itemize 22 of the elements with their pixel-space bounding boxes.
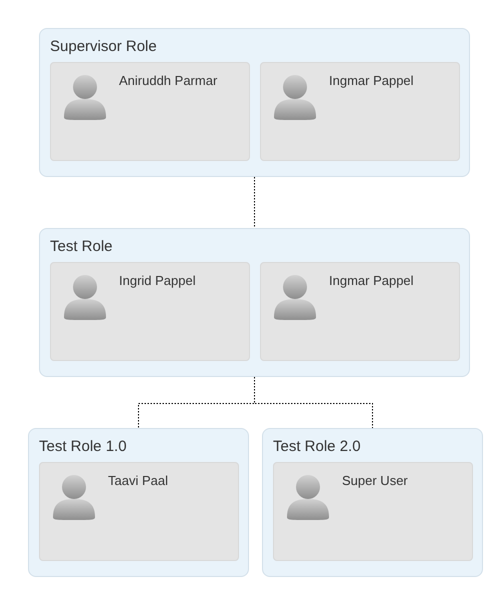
member-name: Ingrid Pappel bbox=[119, 273, 196, 288]
member-name: Ingmar Pappel bbox=[329, 73, 414, 88]
role-title: Test Role 1.0 bbox=[39, 438, 127, 455]
role-title: Supervisor Role bbox=[50, 38, 157, 55]
role-title: Test Role bbox=[50, 238, 113, 255]
member-name: Aniruddh Parmar bbox=[119, 73, 218, 88]
role-panel bbox=[262, 428, 483, 577]
role-panel bbox=[39, 228, 470, 377]
member-card bbox=[260, 62, 460, 161]
role-title: Test Role 2.0 bbox=[273, 438, 361, 455]
member-name: Taavi Paal bbox=[108, 473, 168, 488]
role-panel bbox=[28, 428, 249, 577]
role-panel bbox=[39, 28, 470, 177]
member-card bbox=[273, 462, 473, 561]
connector-line bbox=[254, 376, 373, 428]
member-card bbox=[50, 262, 250, 361]
member-card bbox=[50, 62, 250, 161]
connector-line bbox=[254, 176, 255, 228]
member-name: Ingmar Pappel bbox=[329, 273, 414, 288]
member-card bbox=[39, 462, 239, 561]
member-card bbox=[260, 262, 460, 361]
member-name: Super User bbox=[342, 473, 408, 488]
